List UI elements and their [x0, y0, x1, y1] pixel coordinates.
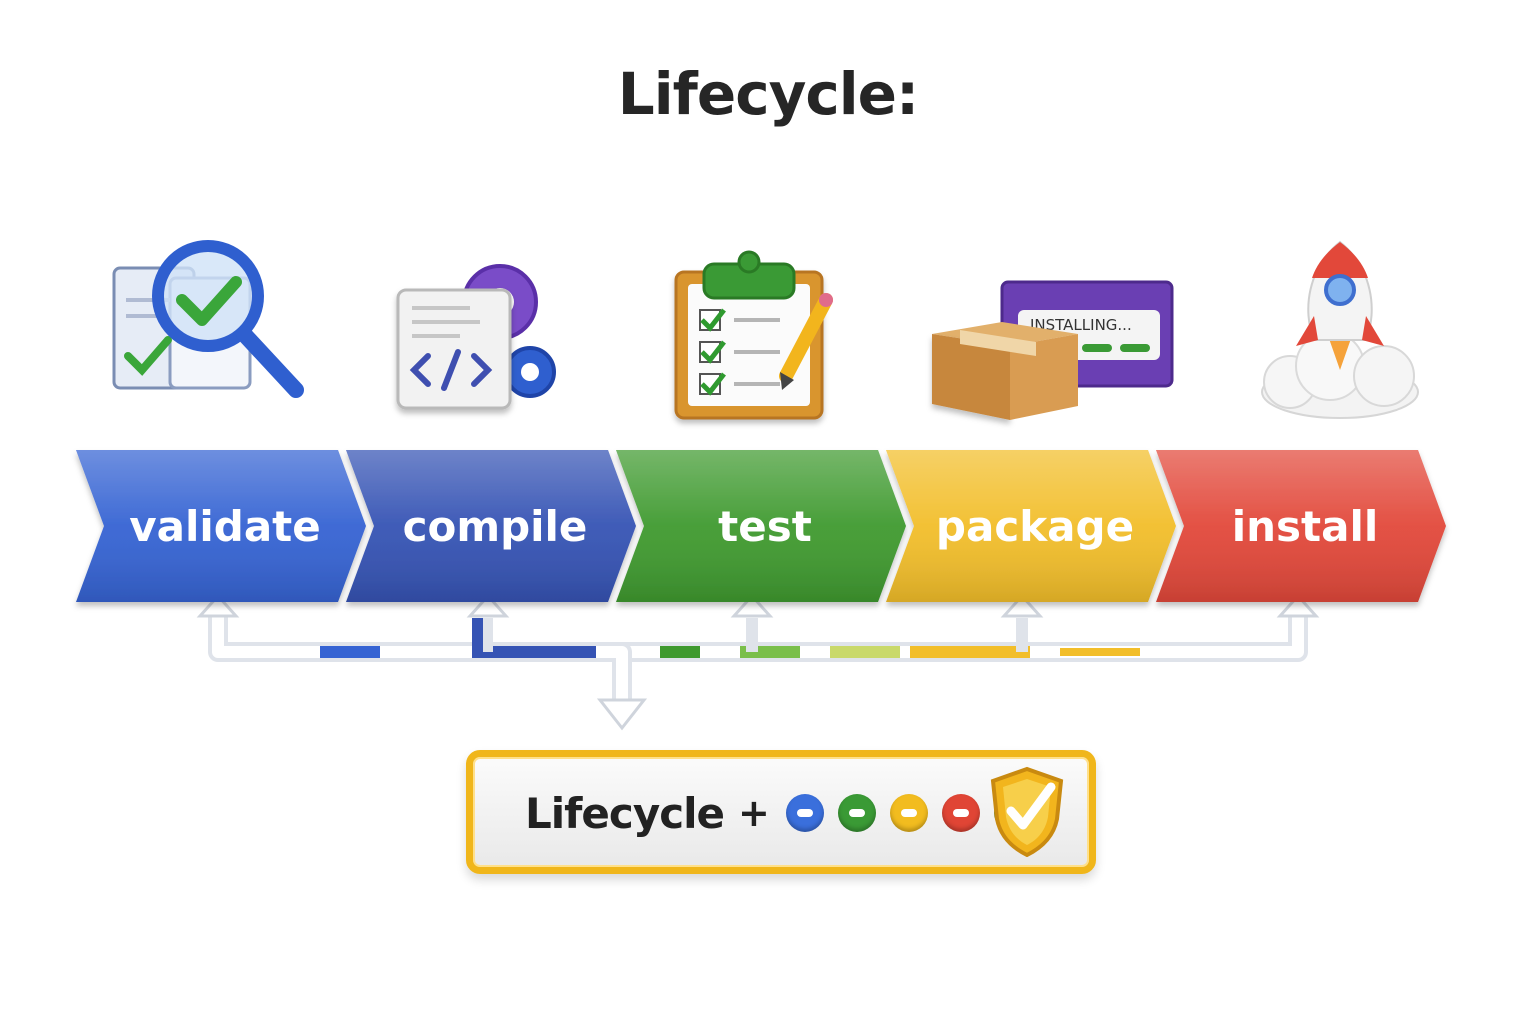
stage-shine — [76, 450, 366, 602]
installing-text: INSTALLING... — [1030, 316, 1132, 334]
stage-package: package — [886, 450, 1176, 602]
stage-label-install: install — [1232, 502, 1379, 551]
stage-label-validate: validate — [129, 502, 320, 551]
stage-label-test: test — [718, 502, 812, 551]
stage-compile: compile — [346, 450, 636, 602]
box-installing-icon: INSTALLING... — [932, 280, 1174, 420]
stage-shine — [1156, 450, 1446, 602]
clipboard-checklist-icon — [674, 250, 833, 420]
plus-sign: + — [737, 791, 770, 835]
lifecycle-result-box: Lifecycle + — [466, 750, 1096, 874]
shield-check-icon — [990, 766, 1064, 857]
stage-test: test — [616, 450, 906, 602]
blue-status-dot — [785, 794, 824, 832]
green-status-dot — [837, 794, 876, 832]
connector-pipes — [196, 593, 1320, 731]
rocket-cloud-icon — [1261, 240, 1419, 419]
yellow-status-dot — [889, 794, 928, 832]
stage-install: install — [1156, 450, 1446, 602]
stage-label-compile: compile — [403, 502, 588, 551]
stage-shine — [346, 450, 636, 602]
result-text: Lifecycle — [525, 788, 725, 838]
page-title: Lifecycle: — [617, 60, 919, 128]
stage-chevrons: validate compile test package install — [76, 450, 1446, 602]
document-magnifier-check-icon — [112, 240, 304, 398]
red-status-dot — [941, 794, 980, 832]
code-gears-icon — [396, 264, 556, 410]
stage-label-package: package — [936, 502, 1134, 551]
stage-shine — [886, 450, 1176, 602]
stage-validate: validate — [76, 450, 366, 602]
stage-shine — [616, 450, 906, 602]
